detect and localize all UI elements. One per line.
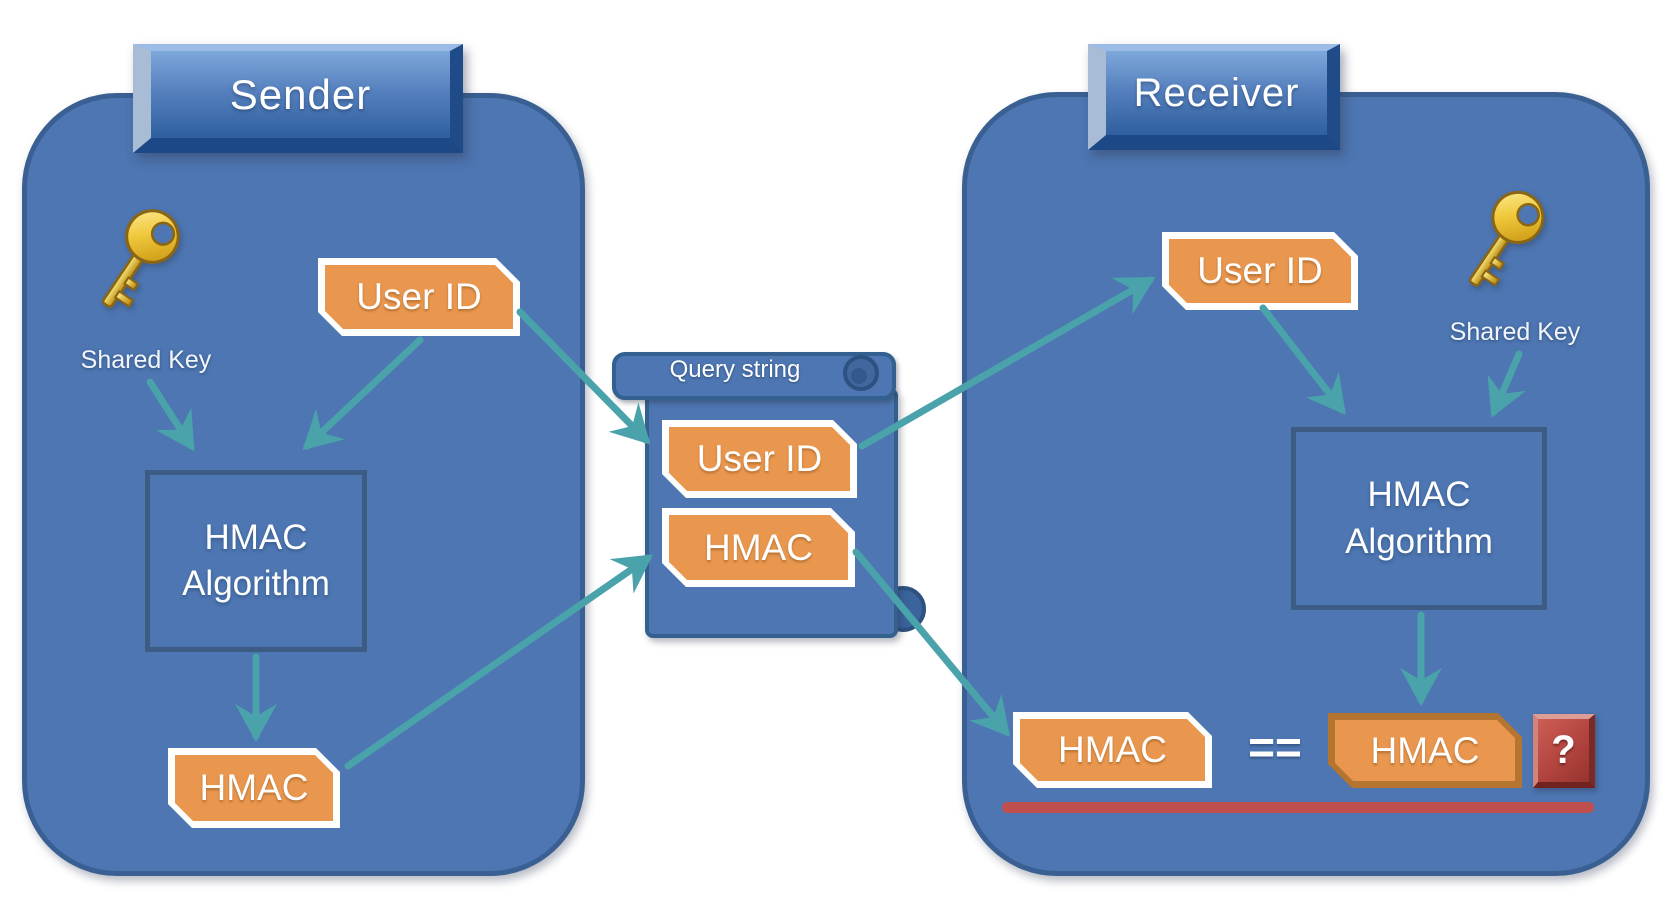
receiver-hmac-algorithm-box: HMAC Algorithm bbox=[1291, 427, 1547, 610]
sender-user-id-label: User ID bbox=[356, 276, 482, 317]
receiver-received-hmac-label: HMAC bbox=[1058, 729, 1167, 770]
receiver-algorithm-line2: Algorithm bbox=[1345, 521, 1493, 561]
receiver-title: Receiver bbox=[1133, 70, 1300, 115]
comparison-underline bbox=[1002, 802, 1594, 813]
question-mark-label: ? bbox=[1551, 728, 1576, 772]
sender-shared-key-label: Shared Key bbox=[80, 346, 212, 374]
sender-shared-key-icon bbox=[82, 200, 186, 334]
equals-operator: == bbox=[1248, 721, 1302, 773]
sender-hmac-tag: HMAC bbox=[168, 748, 340, 828]
sender-hmac-algorithm-box: HMAC Algorithm bbox=[145, 470, 367, 652]
sender-algorithm-line1: HMAC bbox=[204, 517, 308, 557]
sender-hmac-label: HMAC bbox=[199, 767, 309, 808]
sender-user-id-tag: User ID bbox=[318, 258, 520, 336]
query-string-title: Query string bbox=[669, 356, 801, 383]
sender-title: Sender bbox=[229, 70, 372, 118]
receiver-computed-hmac-label: HMAC bbox=[1370, 729, 1480, 771]
sender-algorithm-line2: Algorithm bbox=[182, 564, 330, 603]
receiver-computed-hmac-tag: HMAC bbox=[1328, 713, 1522, 788]
query-user-id-tag: User ID bbox=[662, 420, 857, 498]
receiver-algorithm-line1: HMAC bbox=[1367, 475, 1471, 515]
receiver-title-plaque: Receiver bbox=[1088, 44, 1340, 150]
receiver-user-id-label: User ID bbox=[1197, 250, 1323, 291]
receiver-user-id-tag: User ID bbox=[1162, 232, 1358, 310]
receiver-received-hmac-tag: HMAC bbox=[1013, 712, 1212, 788]
query-hmac-tag: HMAC bbox=[662, 508, 855, 587]
receiver-shared-key-label: Shared Key bbox=[1449, 318, 1581, 346]
query-user-id-label: User ID bbox=[696, 438, 823, 479]
sender-title-plaque: Sender bbox=[133, 44, 463, 153]
receiver-shared-key-icon bbox=[1448, 182, 1552, 312]
question-mark-box: ? bbox=[1533, 714, 1595, 788]
query-hmac-label: HMAC bbox=[704, 526, 813, 568]
